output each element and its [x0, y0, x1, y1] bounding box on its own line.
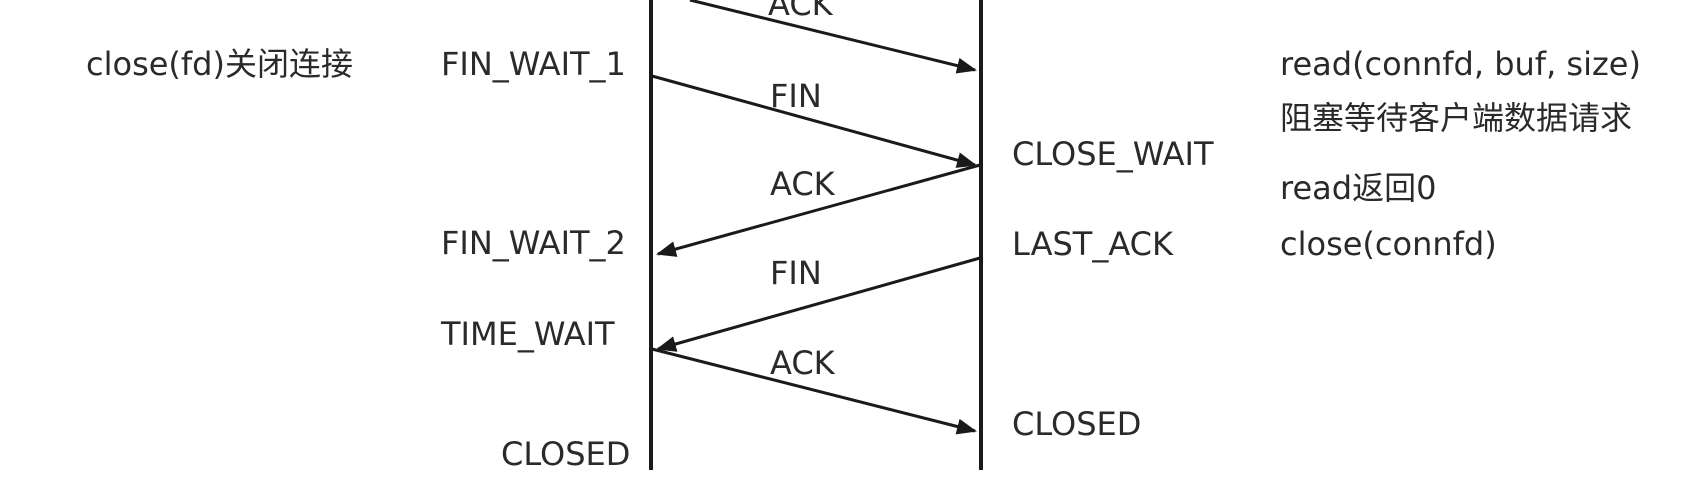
client-close-action: close(fd)关闭连接: [86, 45, 353, 83]
ack-1-arrow: [656, 163, 981, 257]
state-server-closed: CLOSED: [1012, 405, 1142, 443]
server-read-block: 阻塞等待客户端数据请求: [1280, 99, 1633, 137]
state-last-ack: LAST_ACK: [1012, 225, 1173, 263]
state-close-wait: CLOSE_WAIT: [1012, 135, 1214, 173]
state-time-wait: TIME_WAIT: [441, 315, 615, 353]
server-read-return: read返回0: [1280, 169, 1437, 207]
msg-fin-1: FIN: [770, 77, 822, 115]
msg-fin-2: FIN: [770, 254, 822, 292]
server-close-call: close(connfd): [1280, 225, 1497, 263]
ack-2-arrow: [651, 347, 977, 435]
msg-ack-1: ACK: [770, 165, 835, 203]
server-read-call: read(connfd, buf, size): [1280, 45, 1641, 83]
fin-1-arrow: [651, 74, 977, 168]
fin-2-arrow: [656, 256, 981, 352]
state-fin-wait-1: FIN_WAIT_1: [441, 45, 626, 83]
msg-ack-top: ACK: [768, 0, 833, 23]
state-client-closed: CLOSED: [501, 435, 631, 473]
ack-top-arrow: [689, 0, 977, 74]
state-fin-wait-2: FIN_WAIT_2: [441, 224, 626, 262]
msg-ack-2: ACK: [770, 344, 835, 382]
